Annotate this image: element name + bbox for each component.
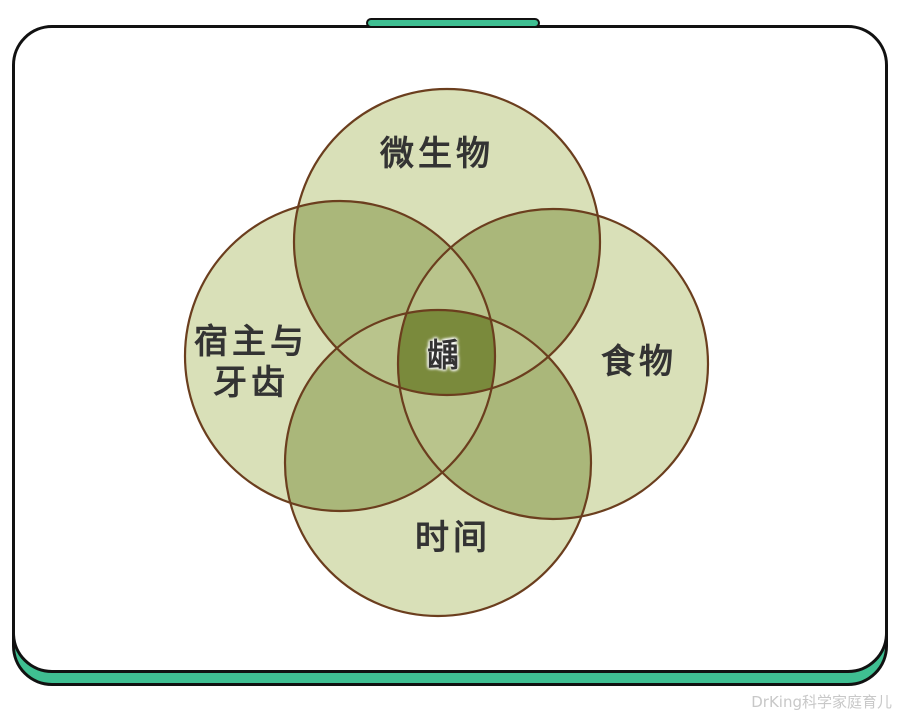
- label-caries: 龋: [426, 336, 459, 374]
- label-host-line2: 牙齿: [213, 362, 289, 403]
- label-time: 时间: [415, 518, 491, 558]
- circle-outlines: [183, 87, 710, 618]
- footer-watermark: DrKing科学家庭育儿: [751, 693, 892, 711]
- label-food: 食物: [601, 342, 677, 382]
- label-microbes: 微生物: [380, 134, 494, 174]
- label-host-teeth: 宿主与 牙齿: [186, 322, 316, 404]
- label-host-line1: 宿主与: [194, 322, 308, 362]
- card-top-tab: [366, 18, 540, 28]
